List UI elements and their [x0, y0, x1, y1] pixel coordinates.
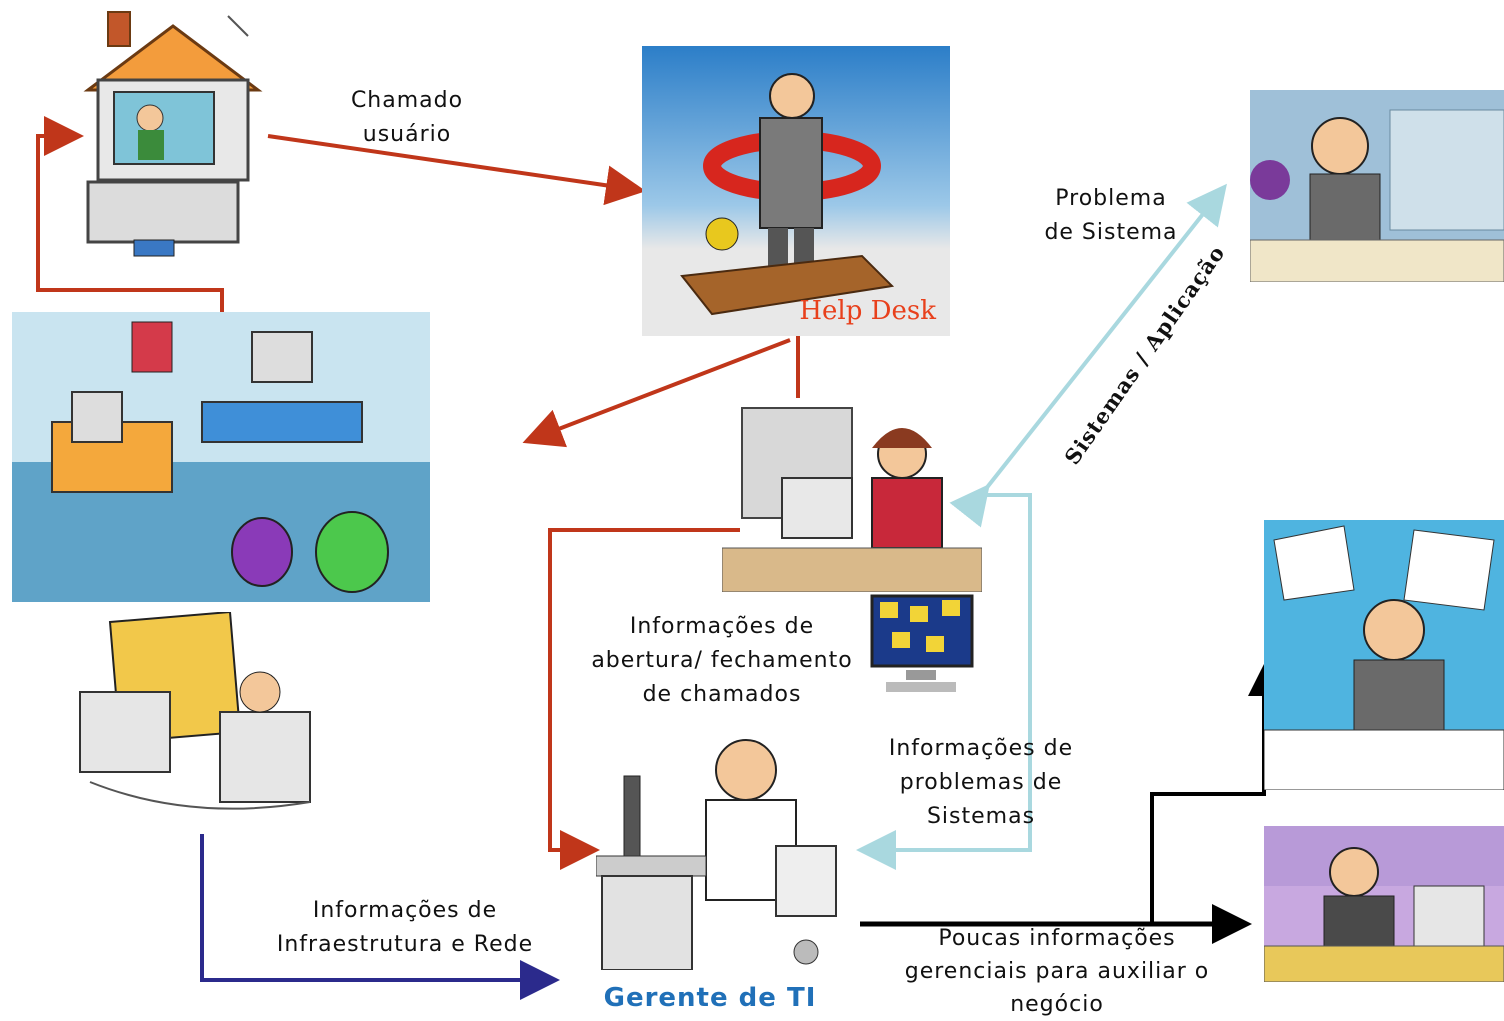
user-home-computer-illustration — [78, 6, 268, 264]
arrow-poucas-info-up — [1150, 664, 1280, 924]
frustrated-worker-illustration — [1264, 826, 1504, 982]
help-desk-label: Help Desk — [799, 296, 936, 326]
label-info-infraestrutura-rede: Informações de Infraestrutura e Rede — [276, 898, 534, 957]
label-info-problemas-sistemas: Informações de problemas de Sistemas — [888, 736, 1074, 829]
it-manager-illustration — [596, 726, 858, 970]
label-sistemas-aplicacao: Sistemas / Aplicação — [1059, 240, 1230, 470]
label-info-abertura-fechamento: Informações de abertura/ fechamento de c… — [591, 614, 853, 707]
attendant-illustration — [722, 398, 982, 592]
designer-workspace-illustration — [70, 612, 330, 832]
monitor-sticky-notes-illustration — [866, 592, 978, 698]
label-problema-sistema: Problema de Sistema — [1044, 186, 1178, 245]
stressed-worker-systems-illustration — [1250, 90, 1504, 282]
label-gerente-ti: Gerente de TI — [603, 983, 817, 1013]
messy-office-illustration — [12, 312, 430, 602]
help-desk-illustration: Help Desk — [642, 46, 950, 336]
label-poucas-informacoes: Poucas informações gerenciais para auxil… — [904, 926, 1210, 1017]
label-chamado-usuario: Chamado usuário — [350, 88, 464, 147]
overwhelmed-paperwork-illustration — [1264, 520, 1504, 790]
